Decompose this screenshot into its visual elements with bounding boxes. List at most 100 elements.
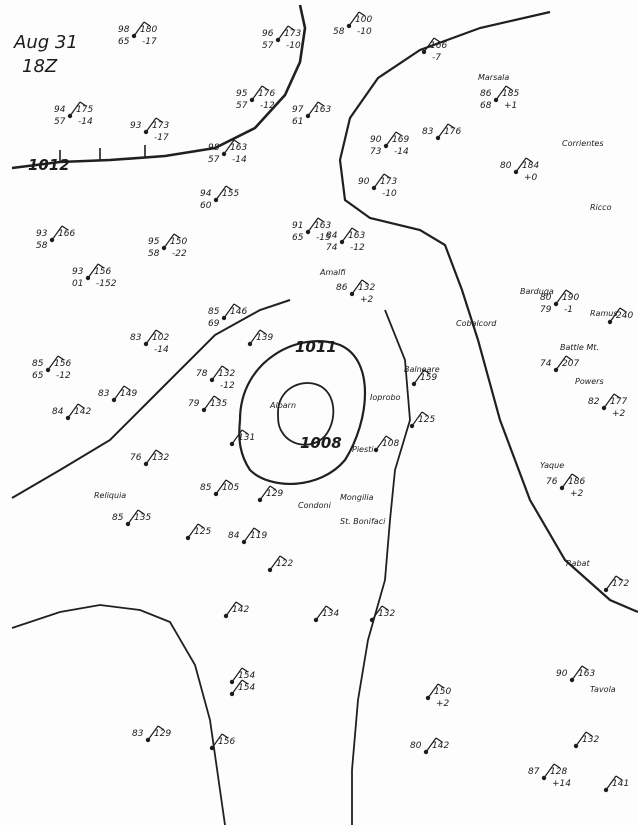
wind-barb [277, 25, 289, 41]
station-tendency: -12 [260, 101, 275, 111]
front-line-north [11, 4, 307, 170]
station-tendency: -22 [172, 249, 187, 259]
wind-barb-feather [233, 303, 241, 309]
wind-barb-feather [553, 763, 561, 769]
wind-barb-feather [565, 355, 573, 361]
station-pressure: 129 [266, 489, 283, 499]
wind-barb [231, 429, 243, 445]
wind-barb-feather [433, 37, 441, 43]
station-plot: 125 [185, 523, 211, 541]
wind-barb-feather [437, 683, 445, 689]
station-tendency: -17 [142, 37, 157, 47]
wind-barb [145, 329, 157, 345]
wind-barb-feather [361, 279, 369, 285]
station-tendency: -10 [286, 41, 301, 51]
place-barduga: Barduga [520, 287, 554, 296]
station-temperature: 74 [540, 359, 552, 369]
station-plot: 166-7 [421, 37, 447, 63]
coastline-east [351, 309, 411, 825]
station-dewpoint: 65 [118, 37, 130, 47]
wind-barb-feather [213, 395, 221, 401]
station-temperature: 97 [292, 105, 304, 115]
station-tendency: +2 [570, 489, 584, 499]
station-plot: 132 [573, 731, 599, 749]
wind-barb [603, 393, 615, 409]
wind-barb [187, 523, 199, 539]
station-tendency: -14 [154, 345, 169, 355]
station-pressure: 100 [355, 15, 372, 25]
station-tendency: -14 [394, 147, 409, 157]
isobar-label-1011: 1011 [295, 338, 337, 356]
station-pressure: 169 [392, 135, 409, 145]
wind-barb [555, 355, 567, 371]
wind-barb [127, 509, 139, 525]
place-mongilia: Mongilia [340, 493, 374, 502]
wind-barb-feather [225, 185, 233, 191]
station-dewpoint: 58 [148, 249, 160, 259]
station-plot: 125 [409, 411, 435, 429]
station-temperature: 98 [208, 143, 220, 153]
station-pressure: 119 [250, 531, 267, 541]
isobar-1011 [238, 340, 366, 486]
station-temperature: 90 [370, 135, 382, 145]
station-pressure: 184 [522, 161, 539, 171]
station-dewpoint: 58 [333, 27, 345, 37]
station-pressure: 128 [550, 767, 567, 777]
wind-barb-feather [137, 509, 145, 515]
wind-barb [225, 601, 237, 617]
wind-barb-feather [358, 11, 366, 17]
wind-barb [515, 157, 527, 173]
station-temperature: 84 [52, 407, 64, 417]
station-pressure: 146 [230, 307, 247, 317]
wind-barb [211, 733, 223, 749]
station-plot: 154 [229, 679, 255, 697]
wind-barb [375, 435, 387, 451]
wind-barb-feather [221, 365, 229, 371]
station-pressure: 139 [256, 333, 273, 343]
wind-barb-feather [317, 101, 325, 107]
station-temperature: 80 [500, 161, 512, 171]
station-temperature: 96 [262, 29, 274, 39]
wind-barb-feather [241, 679, 249, 685]
front-barbs-north [59, 145, 146, 162]
station-temperature: 87 [528, 767, 540, 777]
wind-barb [423, 37, 435, 53]
station-pressure: 190 [562, 293, 579, 303]
station-dewpoint: 79 [540, 305, 552, 315]
wind-barb [411, 411, 423, 427]
station-dewpoint: 58 [36, 241, 48, 251]
station-temperature: 86 [480, 89, 492, 99]
wind-barb [307, 101, 319, 117]
wind-barb [215, 185, 227, 201]
station-plot: 150+2 [425, 683, 451, 709]
station-pressure: 108 [382, 439, 399, 449]
station-dewpoint: 57 [236, 101, 248, 111]
station-plot: 108 [373, 435, 399, 453]
wind-barb-feather [325, 605, 333, 611]
wind-barb-feather [57, 355, 65, 361]
station-pressure: 132 [152, 453, 169, 463]
station-pressure: 175 [76, 105, 93, 115]
station-plot: 172 [603, 575, 629, 593]
wind-barb-feather [505, 85, 513, 91]
wind-barb-feather [241, 667, 249, 673]
map-time: 18Z [22, 56, 58, 77]
wind-barb [571, 665, 583, 681]
